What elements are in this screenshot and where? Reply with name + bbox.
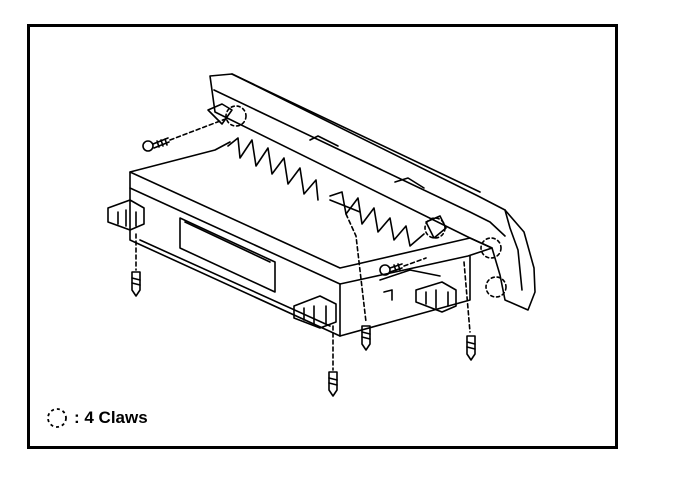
screw-front-right [379, 257, 427, 276]
screw-bottom-center [328, 325, 338, 397]
claw-markers [225, 105, 507, 298]
dashed-circle-icon [47, 408, 67, 428]
screw-bottom-left [131, 233, 141, 297]
claw-tab-2 [425, 215, 447, 239]
figure-frame [27, 24, 618, 449]
screw-bottom-right [463, 261, 476, 361]
left-bracket [107, 199, 145, 231]
right-bracket [379, 269, 457, 313]
screw-bottom-middle [345, 213, 371, 351]
legend: : 4 Claws [46, 404, 148, 432]
claw-tab-1 [207, 103, 233, 125]
claw-4 [485, 276, 507, 298]
top-vents [227, 135, 425, 247]
unit-body [129, 141, 493, 337]
center-bracket [293, 295, 337, 329]
front-bezel [209, 73, 536, 311]
screw-top-left [142, 117, 229, 152]
claw-1 [225, 105, 247, 127]
claw-3 [480, 237, 502, 259]
legend-text: : 4 Claws [74, 408, 148, 427]
